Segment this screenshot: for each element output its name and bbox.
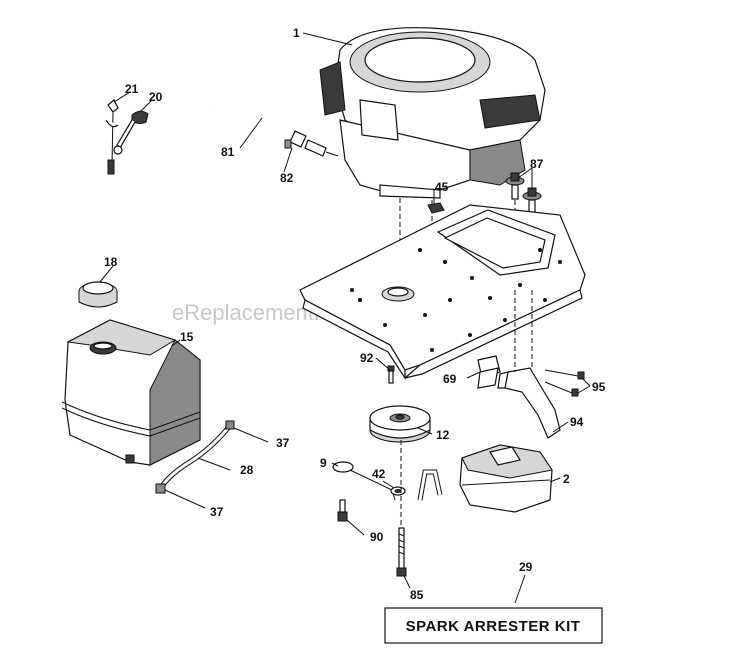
muffler-part[interactable] (459, 444, 553, 513)
callout-85: 85 (410, 588, 424, 602)
callout-90: 90 (370, 530, 384, 544)
callout-87: 87 (530, 157, 544, 171)
muffler-bracket-part[interactable] (477, 355, 501, 389)
hose-clamp-37b-part[interactable] (155, 483, 166, 494)
leader-lines (99, 32, 591, 604)
callout-1: 1 (293, 26, 300, 40)
callout-69: 69 (443, 372, 457, 386)
callout-15: 15 (180, 330, 194, 344)
callout-37-lower: 37 (210, 505, 224, 519)
callout-18: 18 (104, 255, 118, 269)
callout-12: 12 (436, 428, 450, 442)
fuel-cap-part[interactable] (78, 281, 118, 308)
callout-95: 95 (592, 380, 606, 394)
fuel-hose-part[interactable] (159, 426, 230, 488)
callout-20: 20 (149, 90, 163, 104)
engine-part[interactable] (319, 27, 546, 199)
pulley-part[interactable] (369, 405, 431, 443)
callout-37-upper: 37 (276, 436, 290, 450)
callout-45: 45 (435, 180, 449, 194)
nut-45-part[interactable] (427, 202, 445, 214)
dipstick-tube-part[interactable] (105, 99, 119, 175)
callout-92: 92 (360, 351, 374, 365)
callout-28: 28 (240, 463, 254, 477)
bolt-85-part[interactable] (396, 527, 407, 577)
washer-part[interactable] (390, 486, 406, 496)
fuel-fitting-part[interactable] (284, 130, 339, 157)
callout-94: 94 (570, 415, 584, 429)
callout-82: 82 (280, 171, 294, 185)
spark-arrester-kit-label: SPARK ARRESTER KIT (406, 618, 581, 635)
bolt-90-part[interactable] (337, 499, 348, 522)
callout-labels: 1 21 20 81 82 45 87 18 15 92 69 95 12 94… (104, 26, 606, 602)
spark-arrester-kit-box[interactable]: SPARK ARRESTER KIT (384, 607, 603, 644)
exhaust-pipe-part[interactable] (497, 367, 561, 439)
fuel-line-part[interactable] (209, 102, 297, 137)
callout-81: 81 (221, 145, 235, 159)
fuel-tank-part[interactable] (61, 319, 201, 466)
callout-42: 42 (372, 467, 386, 481)
dipstick-part[interactable] (113, 110, 149, 155)
hose-clamp-37a-part[interactable] (225, 420, 235, 430)
callout-9: 9 (320, 456, 327, 470)
exhaust-stud-part[interactable] (544, 369, 585, 397)
callout-29: 29 (519, 560, 533, 574)
callout-2: 2 (563, 472, 570, 486)
rod-bracket-part[interactable] (332, 461, 454, 522)
bolt-87-part[interactable] (505, 172, 542, 213)
callout-21: 21 (125, 82, 139, 96)
engine-mounting-plate-part[interactable] (299, 204, 586, 381)
